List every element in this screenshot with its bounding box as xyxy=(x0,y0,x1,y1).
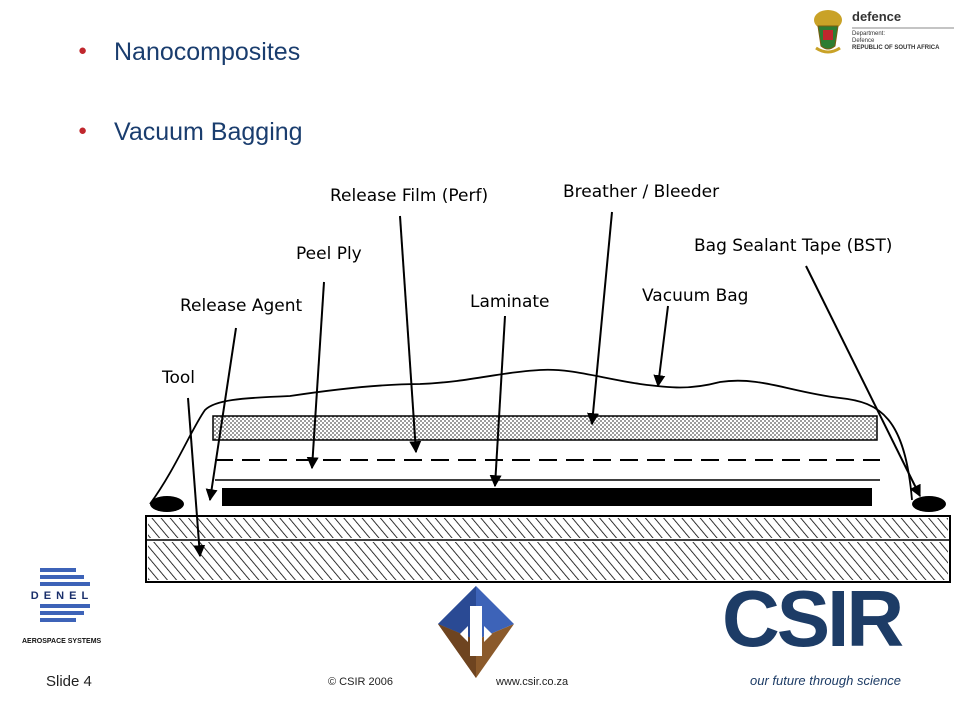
leader-arrows xyxy=(187,211,921,558)
slide-number: Slide 4 xyxy=(46,673,92,690)
bullet-text: Vacuum Bagging xyxy=(114,118,303,146)
denel-logo: D E N E L AEROSPACE SYSTEMS xyxy=(18,566,102,652)
defence-logo: defence Department: Defence REPUBLIC OF … xyxy=(808,4,956,56)
sealant-tape-right xyxy=(912,496,946,512)
defence-name-line: Defence xyxy=(852,38,875,44)
defence-title: defence xyxy=(852,9,902,24)
csir-logo: CSIR our future through science xyxy=(722,574,904,692)
label-peel-ply: Peel Ply xyxy=(296,244,362,264)
label-bag-sealant: Bag Sealant Tape (BST) xyxy=(694,236,892,256)
defence-country-line: REPUBLIC OF SOUTH AFRICA xyxy=(852,45,940,51)
tool-hatch-lower xyxy=(148,542,948,580)
label-laminate: Laminate xyxy=(470,292,550,312)
defence-dept-line: Department: xyxy=(852,31,886,37)
label-release-film: Release Film (Perf) xyxy=(330,186,488,206)
breather-layer xyxy=(212,415,878,441)
website-link[interactable]: www.csir.co.za xyxy=(496,676,569,688)
navigation-button[interactable] xyxy=(436,584,516,680)
denel-subtitle: AEROSPACE SYSTEMS xyxy=(22,638,102,645)
denel-letters: D E N E L xyxy=(30,590,90,602)
tool-hatch-upper xyxy=(148,518,948,538)
csir-tagline: our future through science xyxy=(750,673,902,688)
csir-wordmark: CSIR xyxy=(722,574,904,663)
denel-emblem-icon xyxy=(40,568,90,622)
laminate-layer xyxy=(222,488,872,506)
copyright-text: © CSIR 2006 xyxy=(328,676,393,688)
bullet-dot-icon: ● xyxy=(78,122,88,139)
label-vacuum-bag: Vacuum Bag xyxy=(642,286,748,306)
bullet-dot-icon: ● xyxy=(78,42,88,59)
label-tool: Tool xyxy=(161,368,195,388)
label-release-agent: Release Agent xyxy=(180,296,302,316)
sealant-tape-left xyxy=(150,496,184,512)
coat-of-arms-icon xyxy=(814,10,954,54)
navigation-diamond-icon xyxy=(438,586,514,678)
label-breather: Breather / Bleeder xyxy=(563,182,719,202)
vacuum-bag-film xyxy=(149,368,913,505)
bullet-text: Nanocomposites xyxy=(114,38,301,66)
